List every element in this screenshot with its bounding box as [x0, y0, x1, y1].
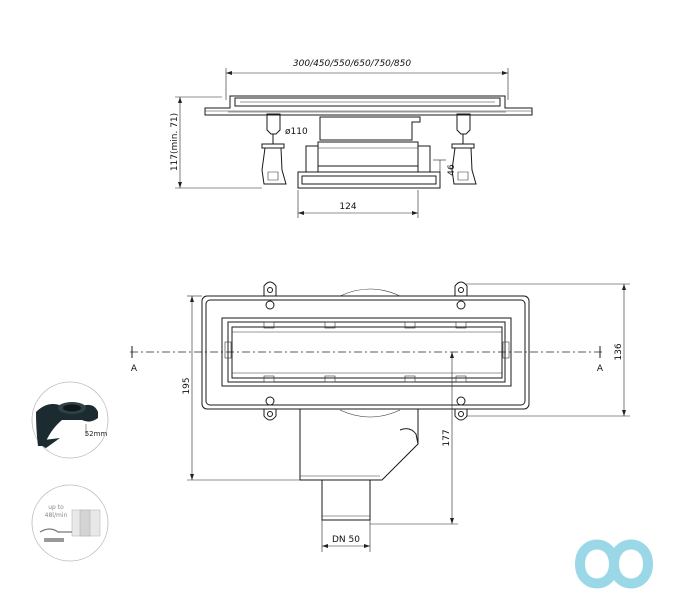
diameter-label: ø110 — [285, 127, 308, 137]
mounting-lugs — [263, 281, 468, 421]
width-dimension-label: 300/450/550/650/750/850 — [293, 59, 412, 69]
plan-view: A A — [130, 281, 630, 552]
flow-label-line-1: up to — [48, 504, 64, 511]
section-label-left: A — [131, 364, 138, 374]
outlet-dn-label: DN 50 — [332, 535, 360, 545]
flow-thumbnail: up to 48l/min — [31, 484, 109, 562]
depth-dimension-label: 46 — [447, 164, 457, 176]
outlet-thumbnail: 52mm — [31, 381, 109, 459]
outlet-width-label: 124 — [339, 202, 356, 212]
plan-height-177: 177 — [442, 429, 452, 446]
plan-height-136: 136 — [614, 343, 624, 360]
infinity-logo — [574, 539, 654, 589]
flow-label-line-2: 48l/min — [45, 512, 68, 519]
section-label-right: A — [597, 364, 604, 374]
side-view: 300/450/550/650/750/850 ø110 — [170, 59, 533, 218]
outlet-height-label: 52mm — [85, 430, 108, 438]
plan-height-195: 195 — [182, 377, 192, 394]
height-dimension-label: 117(min. 71) — [170, 113, 180, 171]
